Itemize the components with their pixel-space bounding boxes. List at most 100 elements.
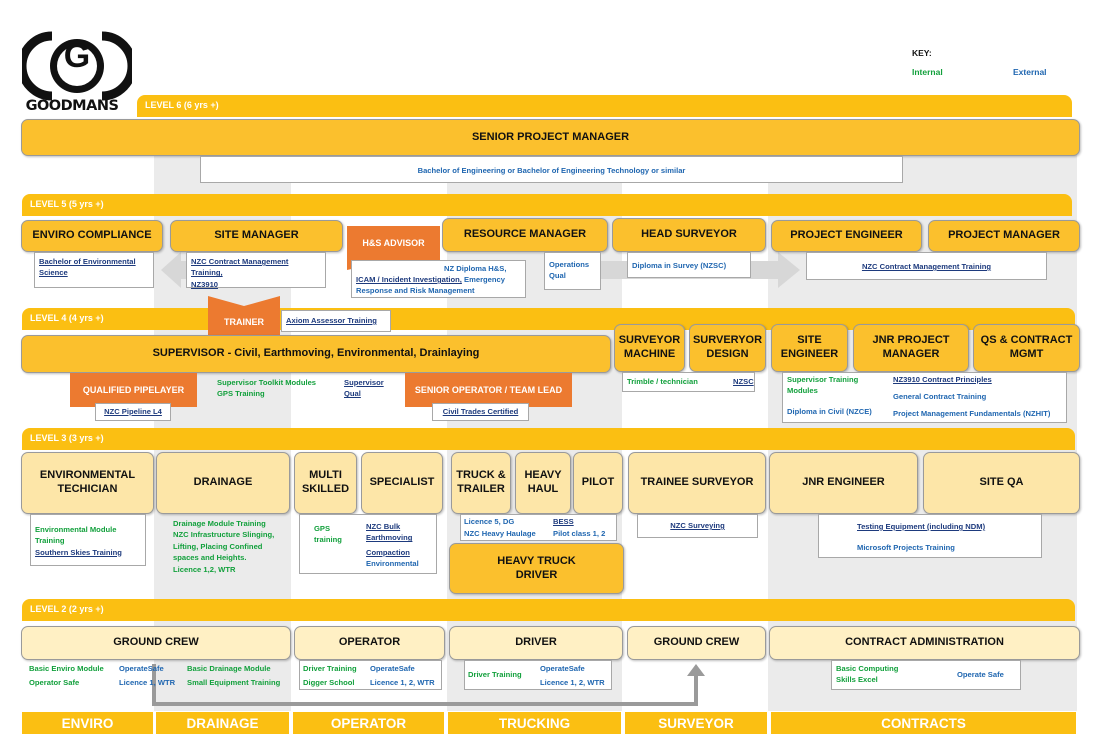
training-trimble: Trimble / technician	[627, 377, 698, 386]
training-driver-drv: Driver Training	[468, 670, 522, 679]
training-operator-safe: Operator Safe	[29, 678, 80, 687]
training-operatesafe-op: OperateSafe	[370, 664, 415, 673]
training-gps: GPS Training	[217, 389, 265, 399]
training-enviro-compliance: Bachelor of Environmental Science	[34, 252, 154, 288]
training-diploma-survey: Diploma in Survey (NZSC)	[627, 252, 751, 278]
training-pilot-class: Pilot class 1, 2	[553, 529, 606, 538]
training-ground-crew: Basic Enviro Module Operator Safe Operat…	[26, 660, 288, 690]
training-operatesafe-drv: OperateSafe	[540, 664, 585, 673]
role-senior-project-manager: SENIOR PROJECT MANAGER	[21, 119, 1080, 156]
role-jnr-project-manager: JNR PROJECT MANAGER	[853, 324, 969, 372]
category-enviro: ENVIRO	[22, 712, 153, 734]
training-supervisor-toolkit: Supervisor Toolkit Modules GPS Training …	[212, 373, 400, 409]
training-env-module: Environmental Module Training	[35, 525, 117, 546]
training-nzc-pipeline: NZC Pipeline L4	[95, 403, 171, 421]
hs-advisor-label: H&S ADVISOR	[362, 238, 425, 248]
role-drainage: DRAINAGE	[156, 452, 290, 514]
training-surveyor: Trimble / technician NZSC	[622, 372, 755, 392]
role-qs-contract-mgmt: QS & CONTRACT MGMT	[973, 324, 1080, 372]
training-nz3910-principles: NZ3910 Contract Principles	[893, 375, 992, 384]
training-nz-diploma-hs: NZ Diploma H&S,	[444, 264, 507, 273]
training-compaction: Compaction	[366, 548, 410, 557]
training-environmental-spec: Environmental	[366, 559, 419, 568]
role-resource-manager: RESOURCE MANAGER	[442, 218, 608, 252]
training-basic-drainage: Basic Drainage Module	[187, 664, 271, 673]
trainer-label: TRAINER	[224, 317, 264, 327]
training-toolkit-modules: Supervisor Toolkit Modules	[217, 378, 317, 387]
role-driver: DRIVER	[449, 626, 623, 660]
training-southern-skies: Southern Skies Training	[35, 547, 122, 557]
role-supervisor: SUPERVISOR - Civil, Earthmoving, Environ…	[21, 335, 611, 373]
training-operations-qual: Operations Qual	[544, 252, 601, 290]
training-licence-5: Licence 5, DG	[464, 517, 515, 526]
training-engineer-level3: Testing Equipment (including NDM) Micros…	[818, 514, 1042, 558]
training-multi-specialist: GPS training NZC Bulk Earthmoving Compac…	[299, 514, 437, 574]
role-site-qa: SITE QA	[923, 452, 1080, 514]
training-nzc-contract: NZC Contract Management Training,	[191, 257, 289, 278]
role-pilot: PILOT	[573, 452, 623, 514]
training-basic-computing: Basic Computing Skills Excel	[836, 664, 899, 685]
training-gps-multi: GPS training	[314, 524, 342, 545]
training-environmental: Environmental Module Training Southern S…	[30, 514, 146, 566]
training-supervisor-modules: Supervisor Training Modules	[787, 375, 859, 396]
role-head-surveyor: HEAD SURVEYOR	[612, 218, 766, 252]
hs-advisor-badge: H&S ADVISOR	[347, 226, 440, 270]
role-site-manager: SITE MANAGER	[170, 220, 343, 252]
training-basic-enviro: Basic Enviro Module	[29, 664, 104, 673]
level-2-bar: LEVEL 2 (2 yrs +)	[22, 599, 1075, 621]
role-ground-crew-surveyor: GROUND CREW	[627, 626, 766, 660]
level-5-bar: LEVEL 5 (5 yrs +)	[22, 194, 1072, 216]
training-operate-safe-ca: Operate Safe	[957, 670, 1004, 679]
key-title: KEY:	[912, 48, 932, 58]
logo-emblem	[17, 31, 137, 101]
qualified-pipelayer-badge: QUALIFIED PIPELAYER	[70, 373, 197, 407]
trainer-badge: TRAINER	[208, 296, 280, 336]
category-contracts: CONTRACTS	[771, 712, 1076, 734]
arrow-left-grey	[161, 252, 191, 288]
training-hs-advisor: NZ Diploma H&S, ICAM / Incident Investig…	[351, 260, 526, 298]
arrow-ground-crew-connector	[152, 664, 705, 706]
role-trainee-surveyor: TRAINEE SURVEYOR	[628, 452, 766, 514]
training-pm-fundamentals: Project Management Fundamentals (NZHIT)	[893, 409, 1051, 418]
training-civil-trades: Civil Trades Certified	[432, 403, 529, 421]
training-contract-admin: Basic Computing Skills Excel Operate Saf…	[831, 660, 1021, 690]
training-driver: Driver Training OperateSafe Licence 1, 2…	[464, 660, 612, 690]
training-driver-op: Driver Training	[303, 664, 357, 673]
key-internal: Internal	[912, 67, 943, 77]
training-nzc-contract-management: NZC Contract Management Training	[806, 252, 1047, 280]
role-enviro-compliance: ENVIRO COMPLIANCE	[21, 220, 163, 252]
training-supervisor-qual: Supervisor Qual	[344, 378, 384, 399]
level-6-bar: LEVEL 6 (6 yrs +)	[137, 95, 1072, 117]
role-contract-administration: CONTRACT ADMINISTRATION	[769, 626, 1080, 660]
category-drainage: DRAINAGE	[156, 712, 289, 734]
training-general-contract: General Contract Training	[893, 392, 987, 401]
training-licence-op: Licence 1, 2, WTR	[370, 678, 435, 687]
training-emergency-response: Emergency Response and Risk Management	[356, 275, 505, 296]
role-surveyor-machine: SURVEYOR MACHINE	[614, 324, 685, 372]
role-multi-skilled: MULTI SKILLED	[294, 452, 357, 514]
role-project-manager: PROJECT MANAGER	[928, 220, 1080, 252]
role-surveyor-design: SURVERYOR DESIGN	[689, 324, 766, 372]
training-digger-school: Digger School	[303, 678, 355, 687]
logo-wordmark: GOODMANS	[25, 98, 119, 114]
role-heavy-truck-driver: HEAVY TRUCK DRIVER	[449, 543, 624, 594]
training-diploma-civil: Diploma in Civil (NZCE)	[787, 407, 872, 416]
training-nz3910: NZ3910	[191, 279, 219, 289]
category-surveyor: SURVEYOR	[625, 712, 767, 734]
training-nzc-surveying: NZC Surveying	[637, 514, 758, 538]
training-testing-equipment: Testing Equipment (including NDM)	[857, 522, 986, 531]
training-nzsc: NZSC	[733, 377, 754, 386]
logo-letter: G	[63, 37, 91, 75]
training-trucking: Licence 5, DG NZC Heavy Haulage BESS Pil…	[460, 514, 617, 541]
training-ms-projects: Microsoft Projects Training	[857, 543, 955, 552]
role-specialist: SPECIALIST	[361, 452, 443, 514]
role-project-engineer: PROJECT ENGINEER	[771, 220, 922, 252]
training-axiom-assessor: Axiom Assessor Training	[281, 310, 391, 332]
training-bulk-earthmoving: NZC Bulk Earthmoving	[366, 522, 413, 543]
level-3-bar: LEVEL 3 (3 yrs +)	[22, 428, 1075, 450]
training-licence-gc: Licence 1, WTR	[119, 678, 176, 687]
training-small-equipment: Small Equipment Training	[187, 678, 281, 687]
role-jnr-engineer: JNR ENGINEER	[769, 452, 918, 514]
senior-operator-badge: SENIOR OPERATOR / TEAM LEAD	[405, 373, 572, 407]
training-icam: ICAM / Incident Investigation,	[356, 275, 462, 284]
